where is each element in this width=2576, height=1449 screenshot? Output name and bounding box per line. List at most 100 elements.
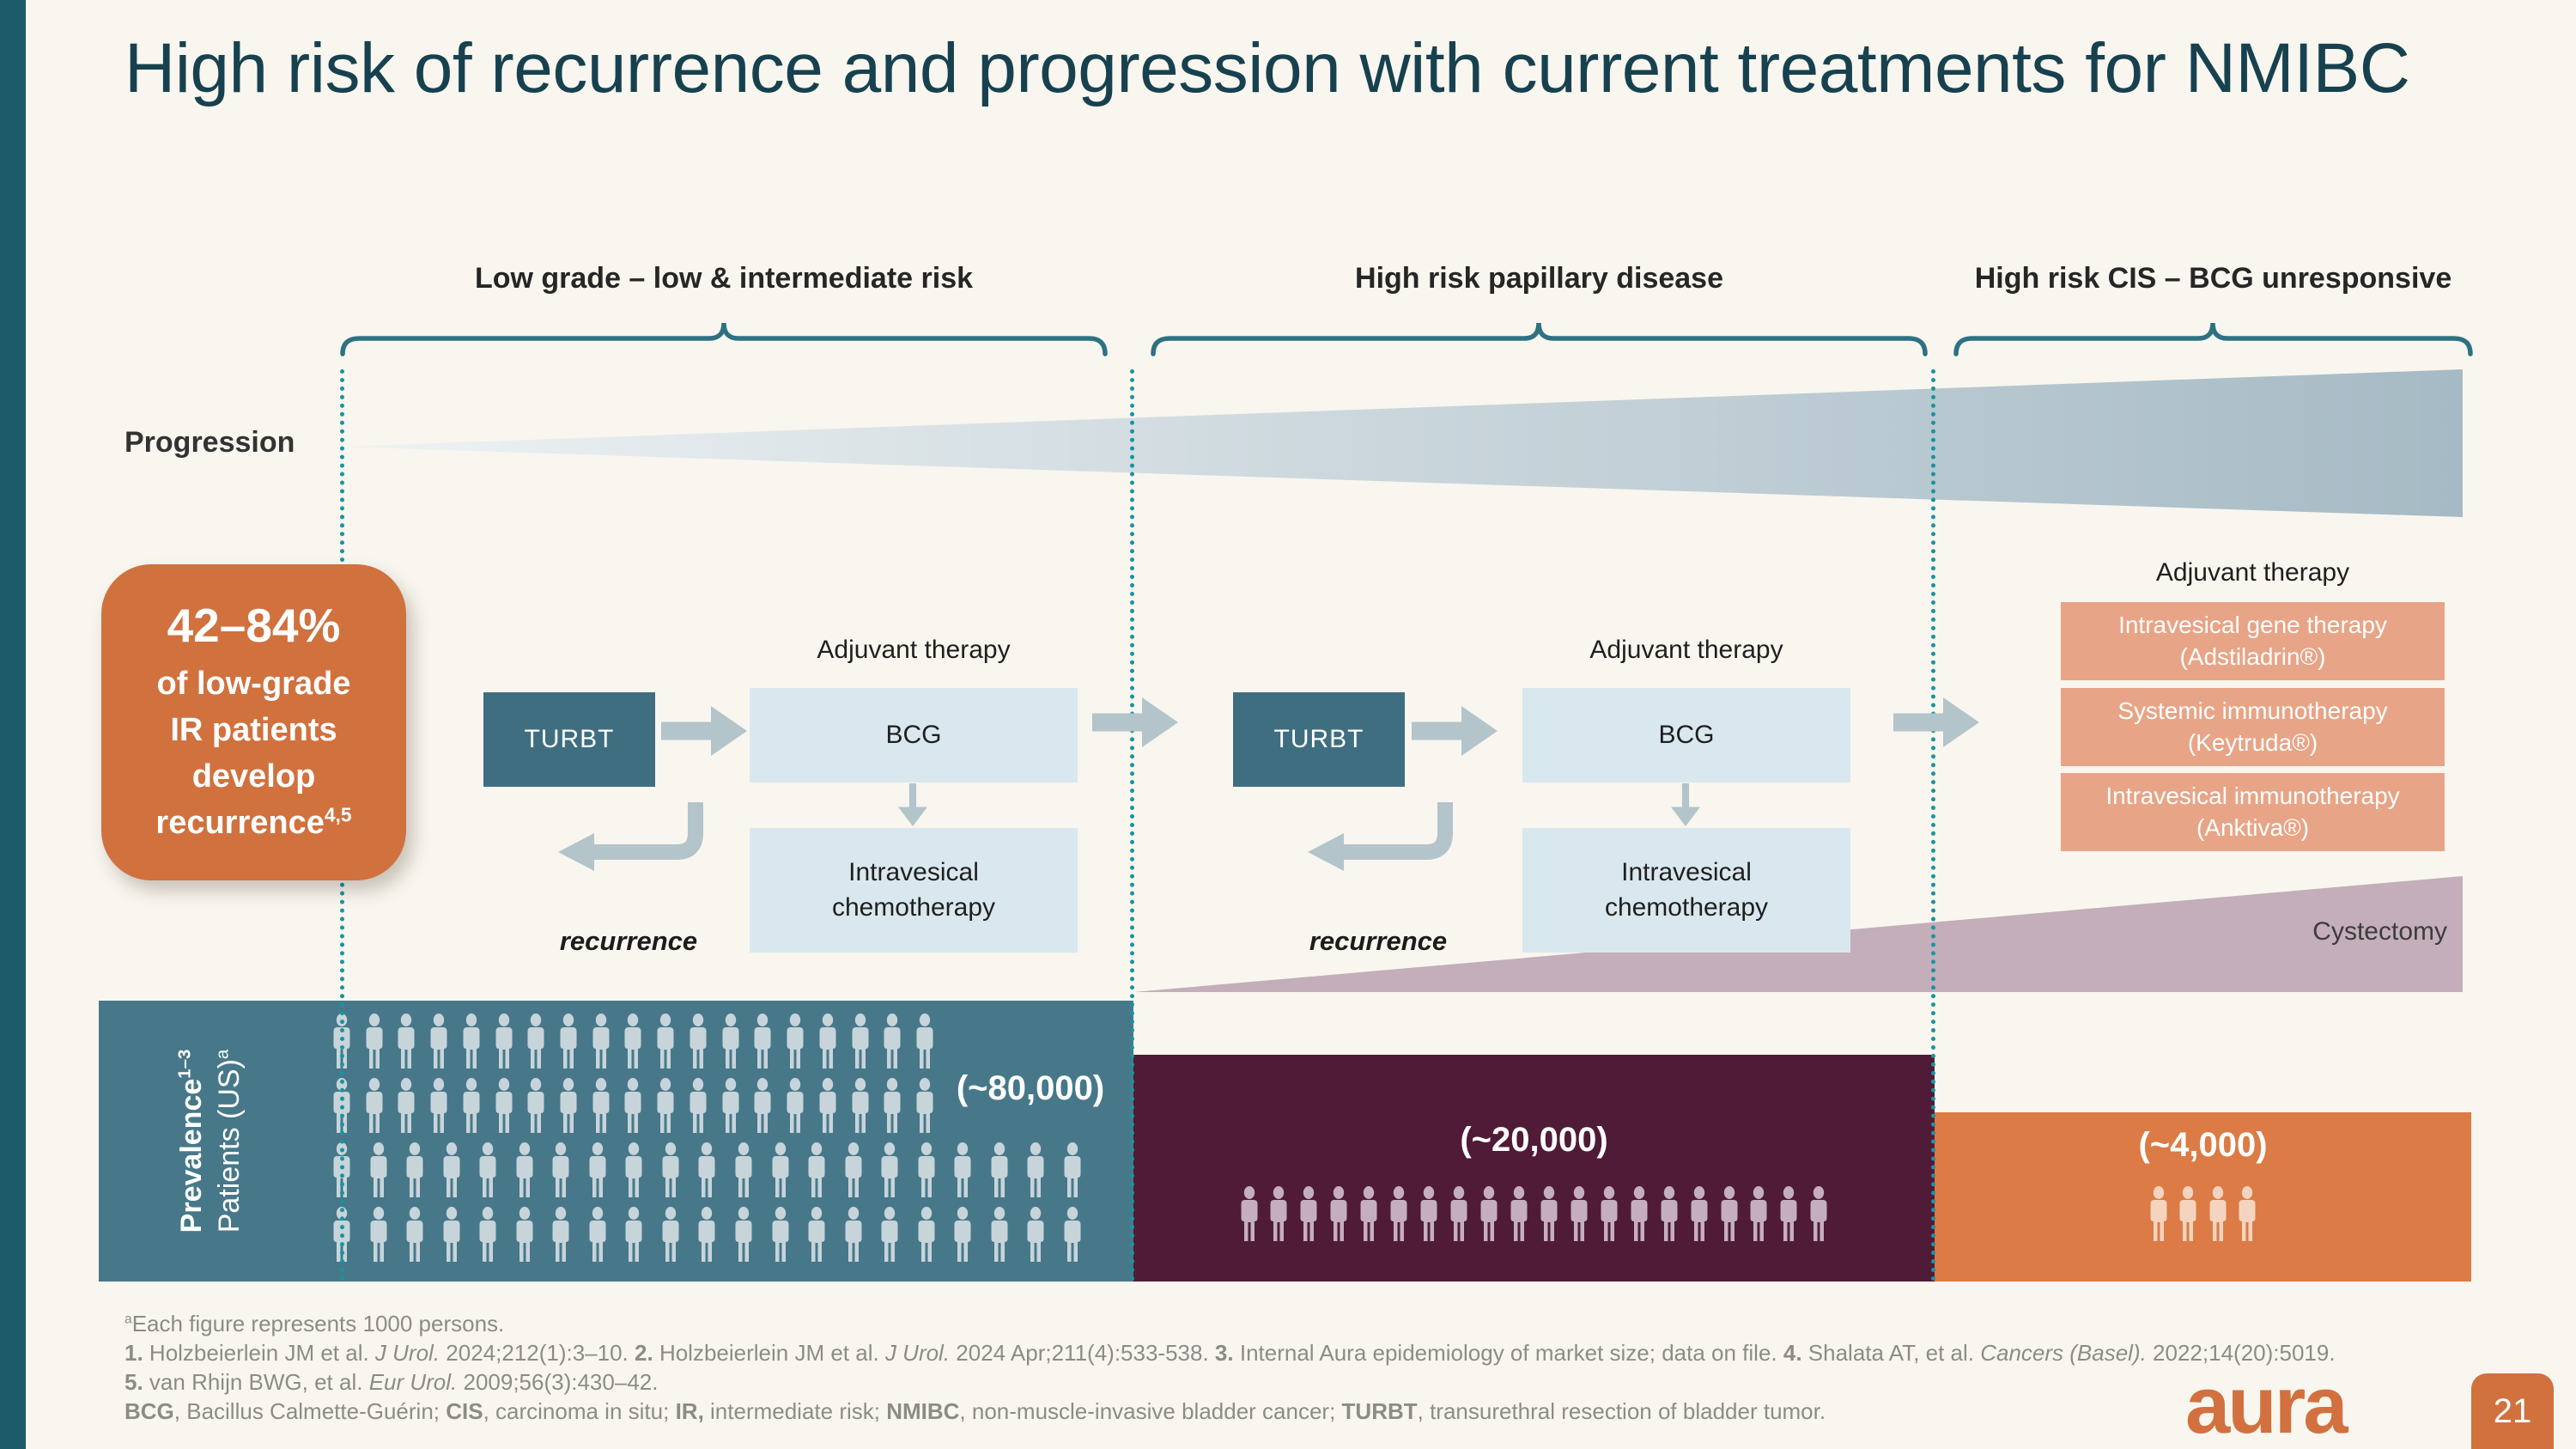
person-icon bbox=[852, 1014, 868, 1068]
person-icon bbox=[625, 1142, 642, 1197]
person-icon bbox=[1810, 1186, 1827, 1241]
person-icon bbox=[1480, 1186, 1498, 1241]
abbreviations: BCG, Bacillus Calmette-Guérin; CIS, carc… bbox=[125, 1398, 1826, 1424]
person-icon bbox=[406, 1207, 423, 1262]
stat-line-4: recurrence4,5 bbox=[155, 803, 352, 841]
person-icon bbox=[443, 1207, 460, 1262]
person-icon bbox=[2179, 1186, 2196, 1241]
person-icon bbox=[1450, 1186, 1467, 1241]
figure-note: aEach figure represents 1000 persons. bbox=[125, 1311, 505, 1336]
page-number-badge: 21 bbox=[2471, 1373, 2554, 1449]
person-icon bbox=[527, 1078, 544, 1133]
prevalence-value-high-risk-cis: (~4,000) bbox=[2138, 1126, 2268, 1164]
person-icon bbox=[463, 1014, 480, 1068]
column-separator-3 bbox=[1931, 369, 1935, 1282]
brace-column-2 bbox=[1151, 322, 1928, 356]
arrow-column2-to-column3 bbox=[1893, 697, 1979, 747]
person-icon bbox=[991, 1142, 1008, 1197]
person-icon bbox=[722, 1078, 739, 1133]
prevalence-bar-high-risk-cis: (~4,000) bbox=[1935, 1112, 2471, 1282]
person-icon bbox=[560, 1078, 577, 1133]
person-icon bbox=[1241, 1186, 1257, 1241]
person-icon bbox=[625, 1207, 642, 1262]
brace-column-3 bbox=[1953, 322, 2473, 356]
person-icon bbox=[916, 1014, 933, 1068]
person-icon bbox=[366, 1014, 383, 1068]
column-header-high-risk-cis: High risk CIS – BCG unresponsive bbox=[1974, 262, 2452, 295]
aura-logo: aura bbox=[2185, 1360, 2348, 1449]
person-icon bbox=[1390, 1186, 1407, 1241]
person-icon bbox=[589, 1142, 606, 1197]
bcg-box-2: BCG bbox=[1522, 688, 1850, 782]
recurrence-stat-callout: 42–84% of low-grade IR patients develop … bbox=[101, 564, 406, 880]
person-icon bbox=[954, 1142, 971, 1197]
arrow-turbt-to-bcg-2 bbox=[1412, 706, 1498, 756]
person-icon bbox=[787, 1014, 804, 1068]
person-icon bbox=[698, 1142, 715, 1197]
person-icon bbox=[954, 1207, 971, 1262]
person-icon bbox=[845, 1142, 862, 1197]
therapy-box-adstiladrin: Intravesical gene therapy(Adstiladrin®) bbox=[2061, 602, 2445, 680]
person-icon bbox=[881, 1142, 898, 1197]
column-header-high-risk-papillary: High risk papillary disease bbox=[1355, 262, 1723, 295]
person-icon bbox=[735, 1142, 752, 1197]
person-icon bbox=[772, 1207, 789, 1262]
bcg-box-1: BCG bbox=[750, 688, 1078, 782]
person-icon bbox=[370, 1142, 387, 1197]
person-icon bbox=[398, 1014, 415, 1068]
recurrence-label-1: recurrence bbox=[559, 926, 698, 956]
person-icon-row bbox=[331, 1078, 936, 1135]
page-title: High risk of recurrence and progression … bbox=[125, 29, 2410, 107]
brace-column-1 bbox=[340, 322, 1108, 356]
person-icon bbox=[592, 1014, 610, 1068]
column-header-low-grade: Low grade – low & intermediate risk bbox=[474, 262, 974, 295]
person-icon bbox=[430, 1078, 447, 1133]
person-icon-row bbox=[2148, 1186, 2259, 1243]
stat-line-2: IR patients bbox=[170, 712, 337, 749]
person-icon bbox=[657, 1014, 674, 1068]
person-icon bbox=[2150, 1186, 2166, 1241]
therapy-box-anktiva: Intravesical immunotherapy(Anktiva®) bbox=[2061, 773, 2445, 851]
person-icon bbox=[1064, 1142, 1081, 1197]
person-icon bbox=[662, 1207, 679, 1262]
person-icon bbox=[819, 1078, 836, 1133]
footnotes: aEach figure represents 1000 persons. 1.… bbox=[125, 1309, 2348, 1426]
person-icon bbox=[1330, 1186, 1347, 1241]
left-edge-strip bbox=[0, 0, 26, 1449]
turbt-box-1: TURBT bbox=[483, 692, 655, 787]
prevalence-axis-label: Prevalence1–3 Patients (US)a bbox=[174, 1049, 246, 1233]
arrow-turbt-to-bcg-1 bbox=[661, 706, 747, 756]
person-icon bbox=[560, 1014, 577, 1068]
person-icon bbox=[516, 1207, 533, 1262]
stat-headline: 42–84% bbox=[167, 599, 341, 653]
person-icon bbox=[1721, 1186, 1737, 1241]
person-icon bbox=[366, 1078, 383, 1133]
recurrence-label-2: recurrence bbox=[1309, 926, 1448, 956]
cystectomy-label: Cystectomy bbox=[2312, 917, 2447, 946]
person-icon bbox=[881, 1207, 898, 1262]
person-icon bbox=[516, 1142, 533, 1197]
person-icon bbox=[527, 1014, 544, 1068]
progression-label: Progression bbox=[125, 426, 295, 459]
person-icon bbox=[735, 1207, 752, 1262]
person-icon bbox=[916, 1078, 933, 1133]
person-icon bbox=[1360, 1186, 1377, 1241]
person-icon bbox=[852, 1078, 868, 1133]
person-icon bbox=[772, 1142, 789, 1197]
person-icon bbox=[552, 1142, 569, 1197]
person-icon bbox=[624, 1078, 641, 1133]
person-icon bbox=[443, 1142, 460, 1197]
person-icon bbox=[2239, 1186, 2256, 1241]
therapy-box-keytruda: Systemic immunotherapy(Keytruda®) bbox=[2061, 688, 2445, 766]
person-icon bbox=[662, 1142, 679, 1197]
person-icon bbox=[787, 1078, 804, 1133]
adjuvant-therapy-label-2: Adjuvant therapy bbox=[1589, 636, 1783, 664]
person-icon bbox=[1300, 1186, 1317, 1241]
adjuvant-therapy-label-1: Adjuvant therapy bbox=[817, 636, 1011, 664]
pictograph-grid-low-grade bbox=[331, 1014, 1084, 1271]
person-icon bbox=[406, 1142, 423, 1197]
person-icon bbox=[552, 1207, 569, 1262]
person-icon bbox=[657, 1078, 674, 1133]
person-icon bbox=[463, 1078, 480, 1133]
